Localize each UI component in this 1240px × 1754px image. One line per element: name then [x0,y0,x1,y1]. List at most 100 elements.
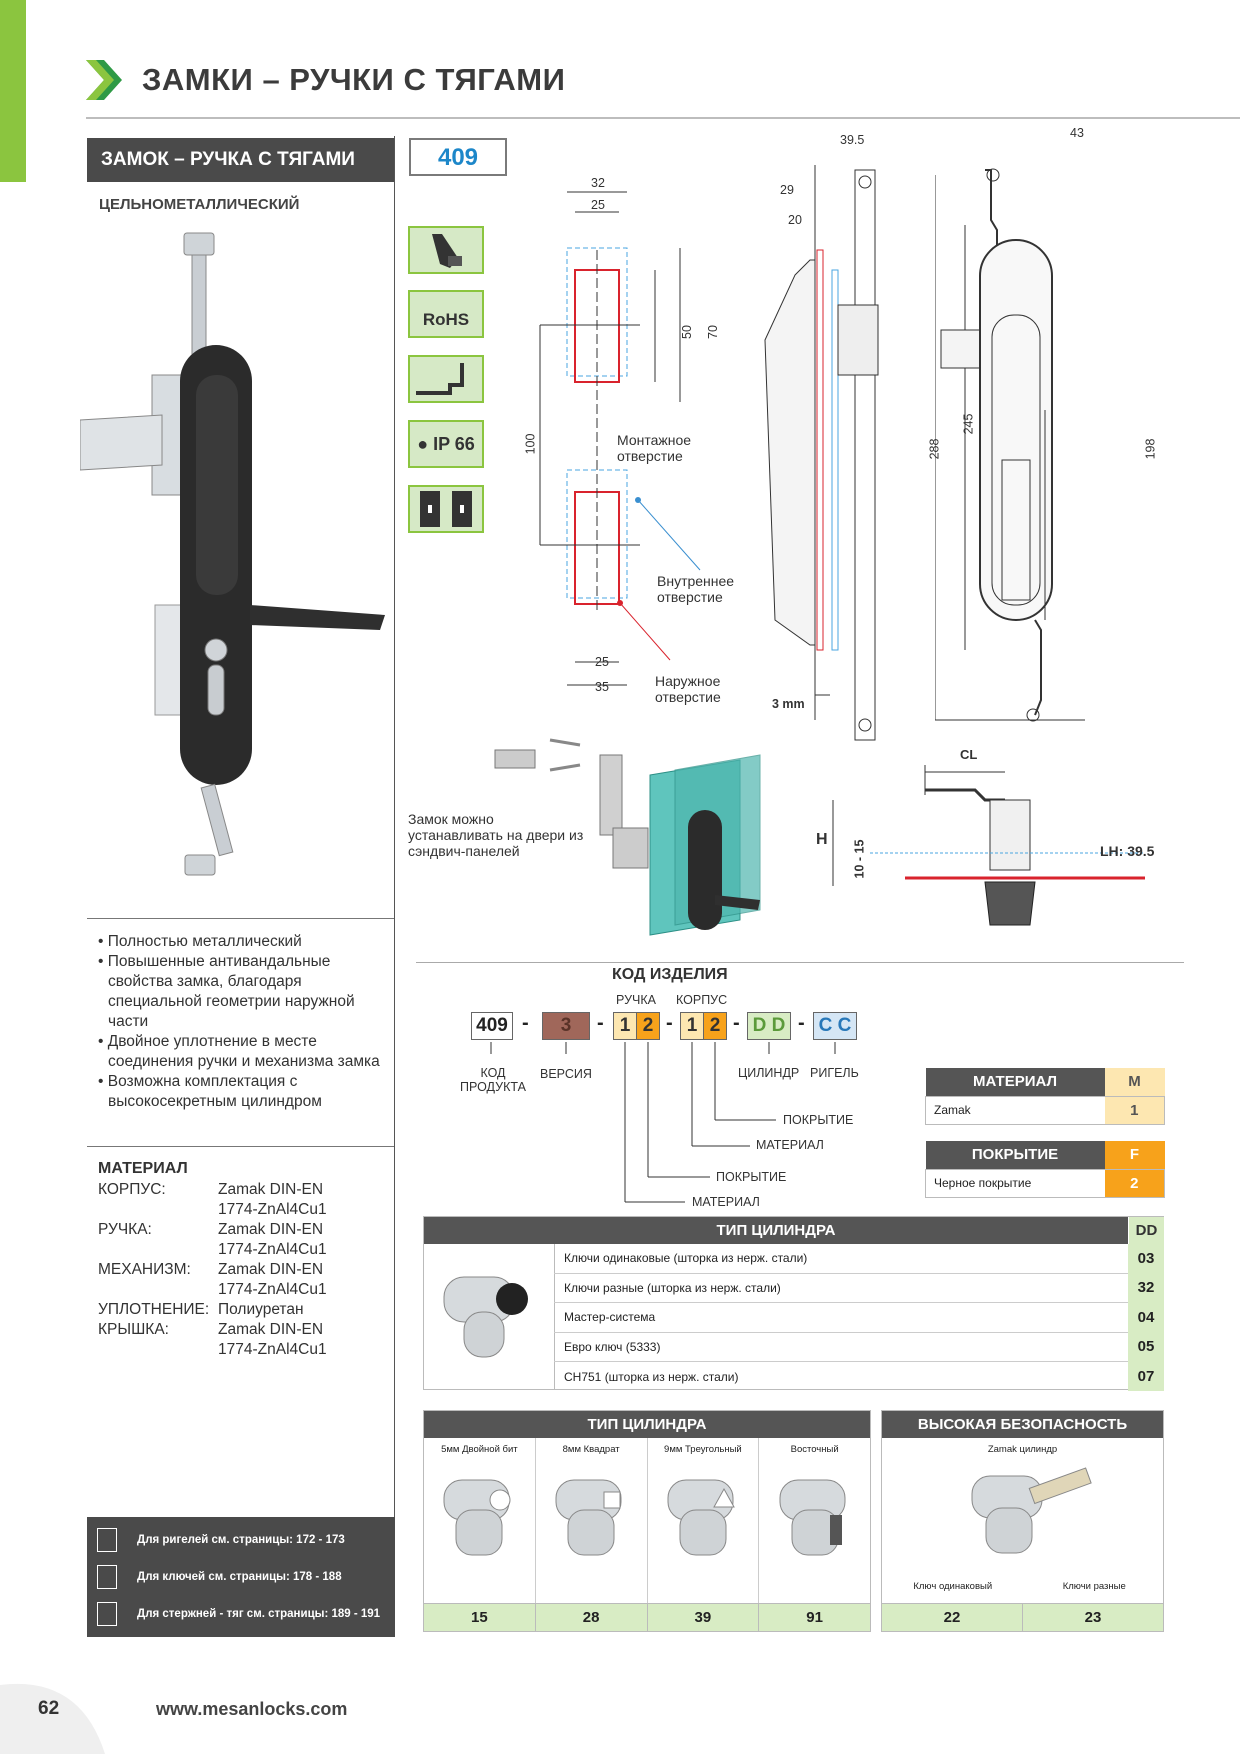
material-part: МЕХАНИЗМ: [98,1261,191,1278]
cylinder-image [443,1479,511,1556]
legend-material-handle: МАТЕРИАЛ [692,1195,760,1209]
reference-row[interactable]: Для стержней - тяг см. страницы: 189 - 1… [87,1595,395,1632]
coating-row-value: 2 [1104,1169,1165,1197]
cylinder-type-item: 8мм Квадрат [536,1438,648,1603]
front-view-drawing [935,168,1085,722]
cylinder-types-header: ТИП ЦИЛИНДРА [424,1411,870,1438]
code-box-handle-2: 2 [636,1012,660,1040]
dim-39-5: 39.5 [840,133,865,147]
table-row: Ключи разные (шторка из нерж. стали) 32 [554,1273,1164,1303]
reference-row[interactable]: Для ключей см. страницы: 178 - 188 [87,1558,395,1595]
section-view [832,765,1145,926]
dim-35: 35 [595,680,609,694]
legend-material-body: МАТЕРИАЛ [756,1138,824,1152]
coating-row-label: Черное покрытие [934,1176,1032,1190]
document-icon [97,1527,117,1552]
material-value: Zamak DIN-EN 1774-ZnAl4Cu1 [218,1221,327,1258]
material-title: МАТЕРИАЛ [98,1160,188,1177]
coating-key: F [1104,1141,1165,1169]
dim-10-15: 10 - 15 [852,839,867,879]
dash: - [733,1012,740,1034]
reference-row[interactable]: Для ригелей см. страницы: 172 - 173 [87,1521,395,1558]
label-handle: РУЧКА [616,993,656,1007]
rohs-icon: RoHS [408,290,484,338]
material-part: КОРПУС: [98,1181,166,1198]
product-subtitle: ЦЕЛЬНОМЕТАЛЛИЧЕСКИЙ [99,196,300,213]
material-value: Zamak DIN-EN 1774-ZnAl4Cu1 [218,1181,327,1218]
title-divider [86,117,1240,119]
divider [416,962,1184,963]
code-box-body-1: 1 [680,1012,704,1040]
coating-table: ПОКРЫТИЕ F Черное покрытие 2 [925,1141,1165,1198]
legend-version: ВЕРСИЯ [540,1067,592,1081]
tool-icon [408,226,484,274]
outer-hole-label: Наружное отверстие [655,673,721,705]
high-security-code: 23 [1084,1609,1102,1626]
water-drop-icon: ● [417,434,429,454]
panel-icon [408,485,484,533]
code-box-409: 409 [471,1012,513,1040]
material-list: КОРПУС:Zamak DIN-EN 1774-ZnAl4Cu1 РУЧКА:… [98,1180,338,1360]
high-security-panel: ВЫСОКАЯ БЕЗОПАСНОСТЬ Zamak цилиндр Ключ … [881,1410,1164,1632]
dim-25b: 25 [595,655,609,669]
references-box: Для ригелей см. страницы: 172 - 173 Для … [87,1517,395,1637]
code-box-version: 3 [542,1012,590,1040]
legend-coating-body: ПОКРЫТИЕ [783,1113,854,1127]
dim-198: 198 [1143,438,1158,460]
sandwich-note: Замок можно устанавливать на двери из сэ… [408,811,584,859]
document-icon [97,1564,117,1589]
cylinder-type-item: 5мм Двойной бит [424,1438,536,1603]
dim-20: 20 [788,213,802,227]
material-value: Полиуретан [218,1301,304,1318]
cylinder-image [555,1479,622,1556]
document-icon [97,1601,117,1626]
high-security-subtitle: Zamak цилиндр [987,1444,1058,1455]
table-row: Ключи одинаковые (шторка из нерж. стали)… [554,1243,1164,1274]
dash: - [666,1012,673,1034]
material-part: КРЫШКА: [98,1321,169,1338]
cylinder-code: 15 [424,1604,536,1631]
table-row: Евро ключ (5333) 05 [554,1332,1164,1362]
feature-item: • Повышенные антивандальные свойства зам… [98,953,355,1030]
page-title: ЗАМКИ – РУЧКИ С ТЯГАМИ [142,62,566,97]
dim-lh: LH: 39.5 [1100,843,1155,859]
material-value: Zamak DIN-EN 1774-ZnAl4Cu1 [218,1261,327,1298]
legend-bolt: РИГЕЛЬ [810,1066,859,1080]
cylinder-type-table: ТИП ЦИЛИНДРА DD Ключи одинаковые (шторка… [423,1216,1164,1391]
cylinder-table-key: DD [1129,1217,1164,1244]
mount-hole-label: Монтажное отверстие [617,432,692,464]
high-security-label: Ключи разные [1062,1581,1126,1592]
code-connectors [490,1042,836,1203]
table-row: CH751 (шторка из нерж. стали) 07 [554,1362,1164,1391]
material-table: МАТЕРИАЛ M Zamak 1 [925,1068,1165,1125]
material-table-header: МАТЕРИАЛ [925,1068,1105,1096]
dash: - [798,1012,805,1034]
material-row-value: 1 [1104,1096,1165,1124]
ip66-icon: ● IP 66 [408,420,484,468]
material-part: УПЛОТНЕНИЕ: [98,1301,210,1318]
cutout-drawing [539,191,701,686]
coating-table-header: ПОКРЫТИЕ [925,1141,1105,1169]
feature-item: • Полностью металлический [98,933,302,950]
product-photo [80,232,385,876]
cylinder-image [667,1479,735,1556]
divider [87,918,394,919]
cylinder-rows: Ключи одинаковые (шторка из нерж. стали)… [554,1243,1164,1391]
profile-icon [408,355,484,403]
cylinder-table-header: ТИП ЦИЛИНДРА [424,1217,1128,1244]
divider [87,1146,394,1147]
high-security-header: ВЫСОКАЯ БЕЗОПАСНОСТЬ [882,1411,1163,1438]
high-security-cylinder-image [971,1467,1092,1554]
cylinder-types-panel: ТИП ЦИЛИНДРА 5мм Двойной бит 8мм Квадрат… [423,1410,871,1632]
cylinder-code: 39 [648,1604,760,1631]
dim-h: H [816,831,828,848]
website-link[interactable]: www.mesanlocks.com [156,1699,348,1719]
cylinder-type-item: Восточный [759,1438,870,1603]
column-divider [394,136,395,1636]
product-code-box: 409 [409,138,507,176]
feature-item: • Двойное уплотнение в месте соединения … [98,1033,380,1070]
accent-strip [0,0,26,182]
material-key: M [1104,1068,1165,1096]
features-list: • Полностью металлический • Повышенные а… [98,932,388,1112]
dash: - [597,1012,604,1034]
